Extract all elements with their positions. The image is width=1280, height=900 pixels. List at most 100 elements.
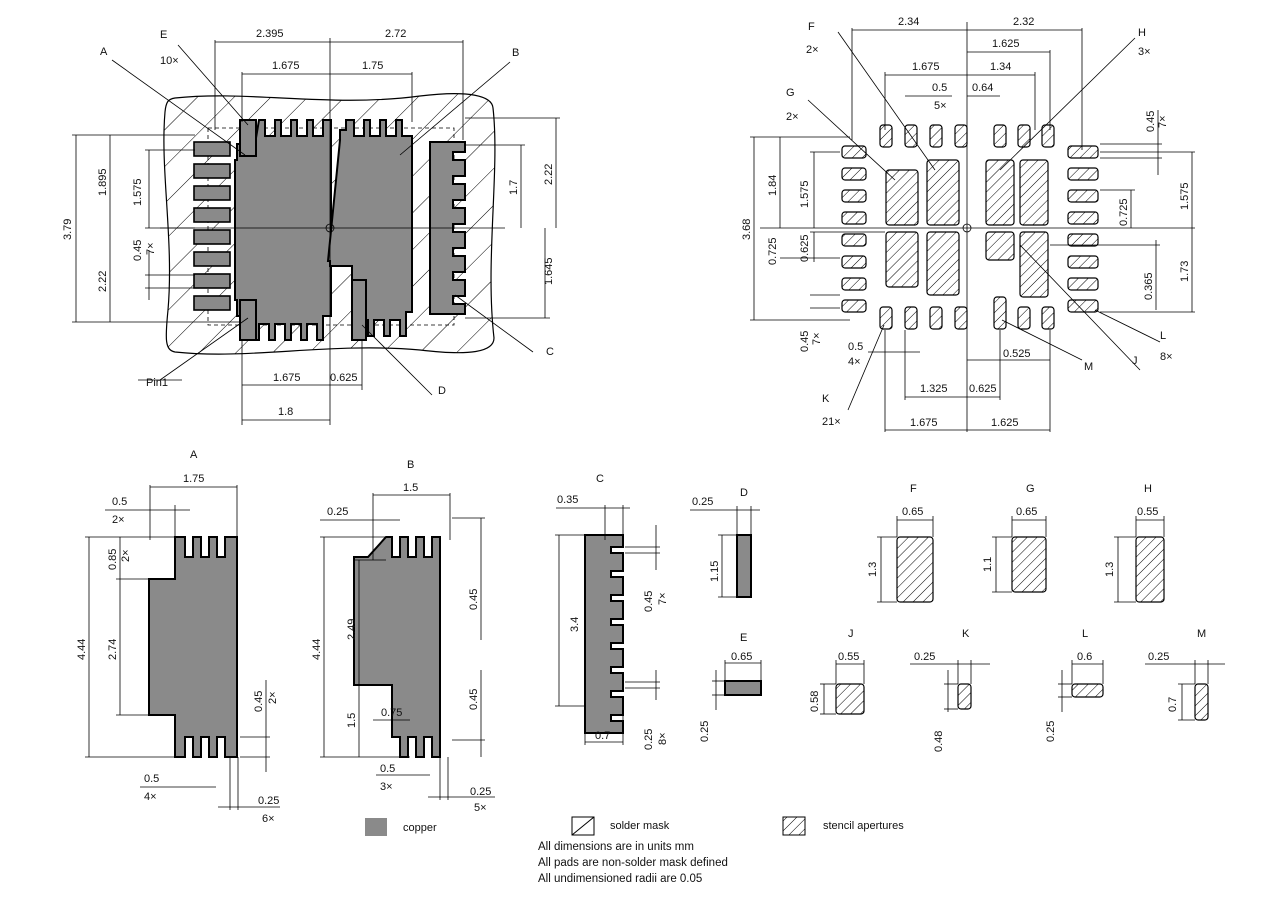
stencil-left-column: [841, 145, 867, 313]
detail-k-title: K: [962, 628, 970, 640]
detail-e-title: E: [740, 632, 747, 644]
label-d: D: [438, 385, 446, 397]
label-a: A: [100, 46, 108, 58]
label-h: H: [1138, 27, 1146, 39]
stencil-right-column: [1067, 145, 1099, 313]
detail-j-title: J: [848, 628, 854, 640]
dim-1575r: 1.575: [1179, 182, 1191, 210]
a-dim-045: 0.45: [253, 691, 265, 712]
dim-1675-b: 1.675: [910, 417, 938, 429]
dim-184: 1.84: [767, 175, 779, 196]
dim-232: 2.32: [1013, 16, 1034, 28]
a-dim-274: 2.74: [107, 639, 119, 660]
dim-7x: 7×: [145, 242, 157, 255]
dim-0365: 0.365: [1143, 272, 1155, 300]
b-dim-5x: 5×: [474, 802, 487, 814]
e-dim-065: 0.65: [731, 651, 752, 663]
label-g: G: [786, 87, 795, 99]
label-k-mult: 21×: [822, 416, 841, 428]
b-dim-045: 0.45: [468, 589, 480, 610]
detail-m: M 0.25 0.7: [1145, 628, 1225, 721]
detail-c: C 0.35 3.4 0.45 7× 0.7 0.25 8×: [555, 473, 669, 750]
m-dim-07: 0.7: [1167, 697, 1179, 712]
a-dim-4x: 4×: [144, 791, 157, 803]
dim-2395: 2.395: [256, 28, 284, 40]
c-dim-07: 0.7: [595, 730, 610, 742]
dim-134: 1.34: [990, 61, 1011, 73]
legend-copper-swatch: [365, 818, 387, 836]
dim-0625: 0.625: [330, 372, 358, 384]
b-dim-045b: 0.45: [468, 689, 480, 710]
a-dim-025: 0.25: [258, 795, 279, 807]
stencil-top-row: [879, 124, 1055, 148]
detail-a-title: A: [190, 449, 198, 461]
k-dim-025: 0.25: [914, 651, 935, 663]
label-pin1: Pin1: [146, 377, 168, 389]
detail-h-title: H: [1144, 483, 1152, 495]
label-l: L: [1160, 330, 1166, 342]
copper-layout: A E 10× B C D Pin1 2.395 2.72 1.675 1.75…: [62, 28, 560, 425]
c-dim-34: 3.4: [569, 617, 581, 632]
dim-18: 1.8: [278, 406, 293, 418]
dim-045: 0.45: [132, 240, 144, 261]
b-dim-05: 0.5: [380, 763, 395, 775]
note-pads: All pads are non-solder mask defined: [538, 857, 728, 869]
label-l-mult: 8×: [1160, 351, 1173, 363]
label-h-mult: 3×: [1138, 46, 1151, 58]
dim-064: 0.64: [972, 82, 993, 94]
label-e-mult: 10×: [160, 55, 179, 67]
label-m: M: [1084, 361, 1093, 373]
dim-045-h: 0.45: [1145, 111, 1157, 132]
d-dim-115: 1.15: [709, 561, 721, 582]
dim-0625-l: 0.625: [799, 234, 811, 262]
legend-copper-label: copper: [403, 822, 437, 834]
legend-solder-mask-label: solder mask: [610, 820, 670, 832]
left-pad-column: [193, 141, 257, 341]
dim-1575-l: 1.575: [799, 180, 811, 208]
b-dim-249: 2.49: [346, 619, 358, 640]
a-dim-6x: 6×: [262, 813, 275, 825]
note-units: All dimensions are in units mm: [538, 841, 694, 853]
detail-c-title: C: [596, 473, 604, 485]
d-dim-025: 0.25: [692, 496, 713, 508]
label-e: E: [160, 29, 167, 41]
g-dim-065: 0.65: [1016, 506, 1037, 518]
dim-5x: 5×: [934, 100, 947, 112]
a-dim-444: 4.44: [76, 639, 88, 660]
stencil-bottom-row: [879, 296, 1055, 330]
m-dim-025: 0.25: [1148, 651, 1169, 663]
dim-05: 0.5: [932, 82, 947, 94]
dim-173: 1.73: [1179, 261, 1191, 282]
label-j: J: [1132, 355, 1138, 367]
dim-05-b: 0.5: [848, 341, 863, 353]
a-dim-175: 1.75: [183, 473, 204, 485]
dim-1645: 1.645: [543, 257, 555, 285]
dim-0725-l: 0.725: [767, 237, 779, 265]
e-dim-025: 0.25: [699, 721, 711, 742]
a-dim-2x: 2×: [112, 514, 125, 526]
h-dim-13: 1.3: [1104, 562, 1116, 577]
pad-d: [351, 279, 367, 341]
c-dim-8x: 8×: [657, 732, 669, 745]
b-dim-025b: 0.25: [470, 786, 491, 798]
dim-7x-b: 7×: [811, 332, 823, 345]
dim-234: 2.34: [898, 16, 919, 28]
label-f-mult: 2×: [806, 44, 819, 56]
detail-f-title: F: [910, 483, 917, 495]
detail-h: H 0.55 1.3: [1104, 483, 1165, 603]
label-b: B: [512, 47, 519, 59]
dim-1895: 1.895: [97, 168, 109, 196]
dim-045-b: 0.45: [799, 331, 811, 352]
note-radii: All undimensioned radii are 0.05: [538, 873, 703, 885]
detail-d: D 0.25 1.15: [690, 487, 760, 598]
dim-1675b: 1.675: [273, 372, 301, 384]
detail-l-title: L: [1082, 628, 1088, 640]
detail-a: A 1.75 0.5 2× 0.85 2× 4.44 2.74 0.45 2× …: [76, 449, 280, 825]
dim-222r: 2.22: [543, 164, 555, 185]
detail-e: E 0.65 0.25: [699, 632, 762, 742]
stencil-large-pads: [885, 159, 1049, 298]
detail-d-title: D: [740, 487, 748, 499]
dim-379: 3.79: [62, 219, 74, 240]
